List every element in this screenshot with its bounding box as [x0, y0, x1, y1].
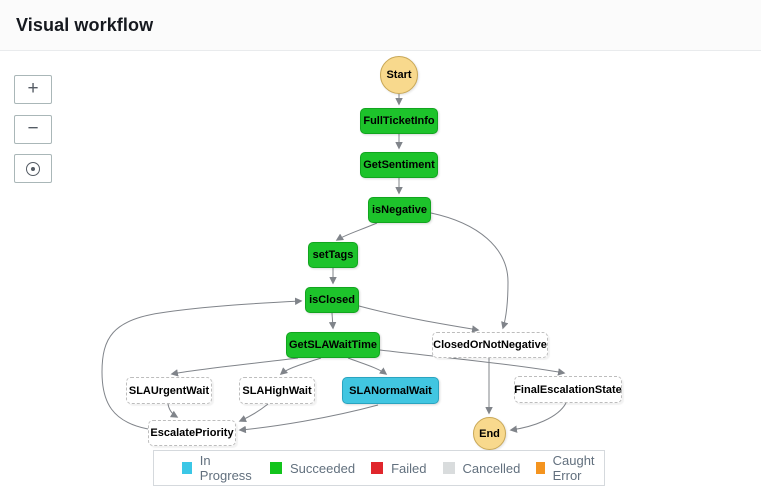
legend-label: Succeeded — [290, 460, 356, 476]
edge-slahighwait-escalatepriority — [238, 403, 269, 422]
edge-isnegative-settags — [335, 222, 378, 241]
node-full-ticket-info[interactable]: FullTicketInfo — [360, 108, 438, 134]
edge-isclosed-closedornotnegative — [358, 305, 480, 333]
node-label: FinalEscalationState — [514, 383, 622, 396]
node-sla-normal-wait[interactable]: SLANormalWait — [342, 377, 439, 404]
node-set-tags[interactable]: setTags — [308, 242, 358, 268]
legend-swatch-icon — [270, 462, 283, 474]
node-label: End — [479, 427, 500, 440]
legend-swatch-icon — [182, 462, 192, 474]
zoom-in-button[interactable]: + — [14, 75, 52, 104]
center-target-icon — [26, 161, 40, 176]
node-label: isNegative — [371, 204, 428, 216]
legend-item-cancelled: Cancelled — [442, 460, 521, 476]
node-label: SLAHighWait — [242, 384, 312, 397]
edge-isnegative-closedornotnegative — [430, 212, 509, 330]
node-label: isClosed — [309, 294, 355, 306]
plus-icon: + — [27, 78, 39, 99]
node-label: Start — [386, 69, 412, 81]
node-closed-or-not-negative[interactable]: ClosedOrNotNegative — [432, 332, 548, 358]
node-label: GetSentiment — [363, 159, 435, 171]
edge-isclosed-getslawaittime — [328, 312, 337, 330]
node-sla-urgent-wait[interactable]: SLAUrgentWait — [126, 377, 212, 404]
legend-item-succeeded: Succeeded — [270, 461, 355, 476]
node-final-escalation-state[interactable]: FinalEscalationState — [514, 376, 622, 403]
node-label: ClosedOrNotNegative — [433, 339, 547, 351]
legend-label: Caught Error — [552, 453, 595, 483]
node-sla-high-wait[interactable]: SLAHighWait — [239, 377, 315, 404]
node-label: setTags — [312, 249, 354, 261]
legend-label: Cancelled — [462, 460, 521, 476]
node-label: SLANormalWait — [349, 384, 432, 397]
node-escalate-priority[interactable]: EscalatePriority — [148, 420, 236, 446]
node-get-sla-wait-time[interactable]: GetSLAWaitTime — [286, 332, 380, 358]
node-start[interactable]: Start — [380, 56, 418, 94]
node-is-negative[interactable]: isNegative — [368, 197, 431, 223]
node-label: GetSLAWaitTime — [288, 339, 378, 351]
edge-finalescalationstate-end — [509, 402, 567, 433]
legend-swatch-icon — [371, 462, 384, 474]
legend-label: In Progress — [199, 453, 252, 483]
node-label: EscalatePriority — [150, 427, 234, 439]
node-get-sentiment[interactable]: GetSentiment — [360, 152, 438, 178]
edge-slaurgentwait-escalatepriority — [167, 403, 179, 418]
legend-item-in-progress: In Progress — [182, 453, 254, 483]
legend-swatch-icon — [536, 462, 545, 474]
node-is-closed[interactable]: isClosed — [305, 287, 359, 313]
legend-item-failed: Failed — [371, 460, 427, 476]
edge-getslawaittime-slanormalwait — [347, 357, 388, 375]
legend-item-caught-error: Caught Error — [536, 453, 604, 483]
node-label: FullTicketInfo — [363, 115, 435, 127]
panel-header: Visual workflow — [0, 0, 761, 51]
status-legend: In Progress Succeeded Failed Cancelled Caugh… — [153, 450, 605, 486]
edge-slanormalwait-escalatepriority — [238, 404, 379, 434]
edge-getslawaittime-slahighwait — [279, 357, 322, 375]
page-title: Visual workflow — [16, 14, 154, 35]
legend-label: Failed — [391, 460, 427, 476]
edge-escalatepriority-isclosed — [101, 297, 303, 430]
zoom-out-button[interactable]: − — [14, 115, 52, 144]
node-end[interactable]: End — [473, 417, 506, 450]
edge-getslawaittime-slaurgentwait — [170, 357, 299, 377]
node-label: SLAUrgentWait — [128, 384, 210, 397]
legend-swatch-icon — [442, 462, 455, 474]
minus-icon: − — [27, 118, 39, 139]
center-graph-button[interactable] — [14, 154, 52, 183]
